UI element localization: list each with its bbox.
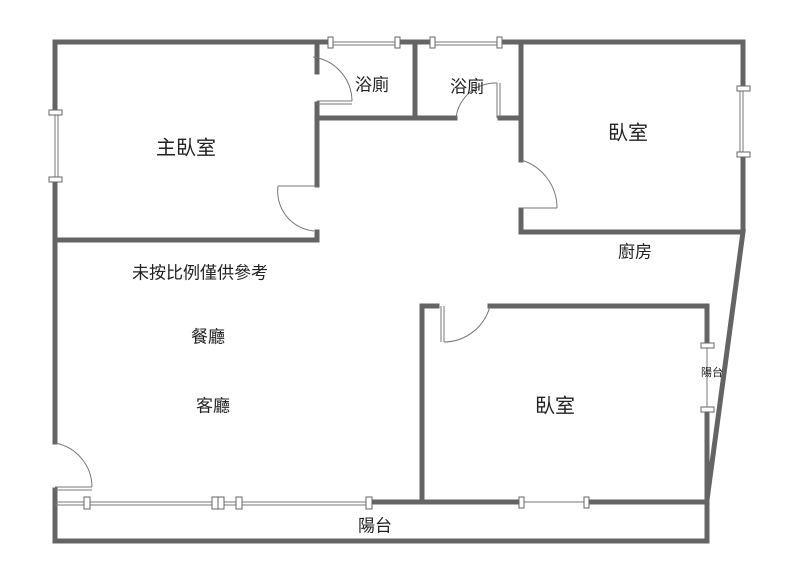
disclaimer-note: 未按比例僅供參考: [132, 263, 268, 284]
room-label-living: 客廳: [196, 396, 230, 417]
room-label-bedroom-2: 臥室: [535, 393, 575, 418]
room-label-master-bedroom: 主臥室: [156, 135, 216, 160]
room-label-bathroom-1: 浴廁: [355, 75, 389, 96]
room-label-bedroom-1: 臥室: [608, 120, 648, 145]
doors: [54, 56, 558, 491]
windows: [48, 36, 751, 510]
room-label-kitchen: 廚房: [618, 242, 652, 263]
room-label-bathroom-2: 浴廁: [450, 77, 484, 98]
room-label-dining: 餐廳: [191, 327, 225, 348]
walls: [52, 39, 746, 544]
room-label-front-balcony: 陽台: [358, 516, 392, 537]
room-label-side-balcony: 陽台: [701, 366, 723, 379]
